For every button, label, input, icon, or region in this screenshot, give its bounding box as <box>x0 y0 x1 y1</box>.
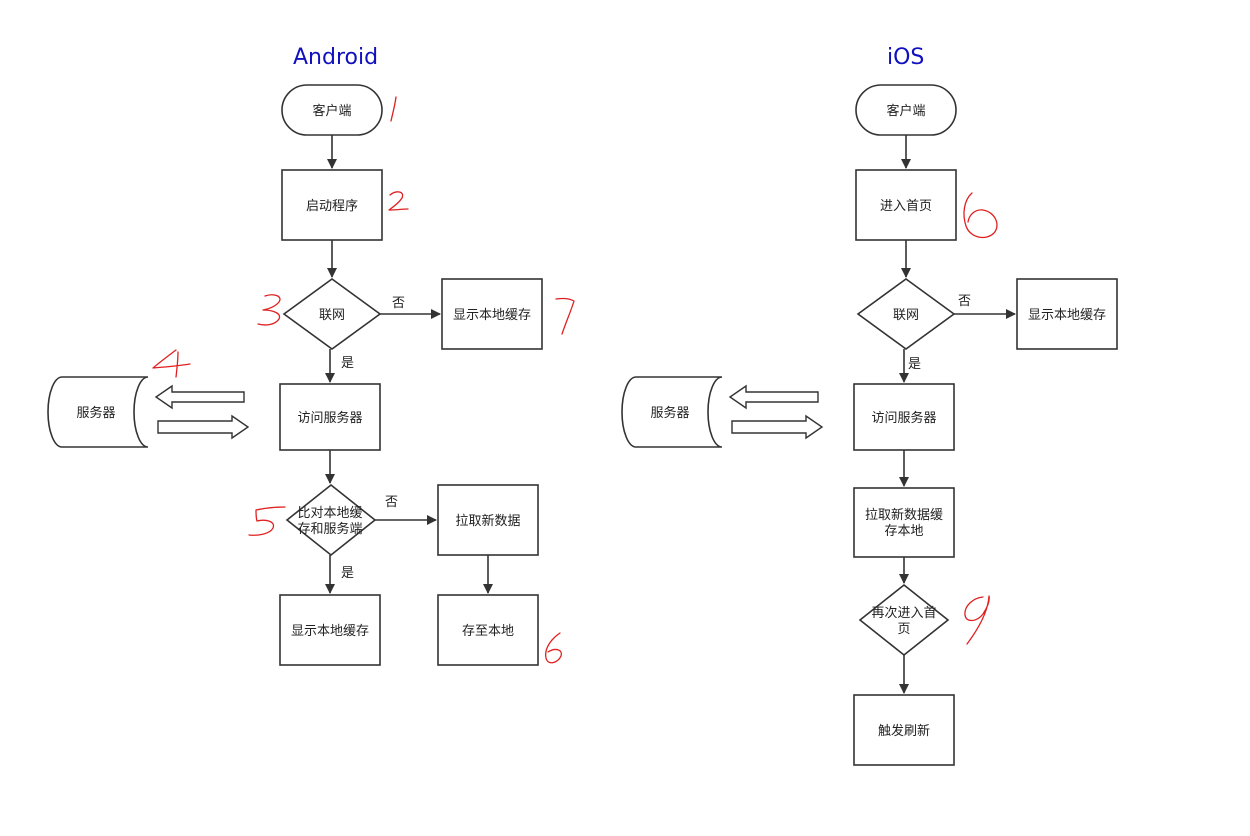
android-compare-yes-label: 是 <box>341 566 354 581</box>
android-visit-server-label: 访问服务器 <box>297 410 362 426</box>
android-compare-no-label: 否 <box>385 495 398 510</box>
android-show-cache-node <box>441 278 543 350</box>
android-show-cache-2-node <box>279 594 381 666</box>
ios-client-label: 客户端 <box>886 103 925 119</box>
hand-annotations <box>152 96 998 664</box>
android-pull-new-label: 拉取新数据 <box>455 513 520 529</box>
android-network-yes-label: 是 <box>341 356 354 371</box>
ios-visit-server-label: 访问服务器 <box>871 410 936 426</box>
ios-network-yes-label: 是 <box>908 357 921 372</box>
android-client-label: 客户端 <box>312 103 351 119</box>
ios-flow <box>621 84 1118 766</box>
android-edges <box>325 135 493 594</box>
android-pull-new-node <box>437 484 539 556</box>
android-save-local-node <box>437 594 539 666</box>
android-title: Android <box>293 45 379 70</box>
ios-network-decision <box>856 278 956 350</box>
android-compare-label-1: 比对本地缓 <box>297 506 362 521</box>
android-labels: 客户端 启动程序 联网 否 是 显示本地缓存 访问服务器 服务器 比对本地缓 存… <box>76 103 531 639</box>
ios-enter-home-node <box>855 169 957 241</box>
ios-enter-home-label: 进入首页 <box>880 199 932 214</box>
ios-pull-cache-label-2: 存本地 <box>884 524 923 539</box>
android-arrow-to-server <box>154 384 245 410</box>
ios-trigger-refresh-label: 触发刷新 <box>878 723 930 739</box>
ios-pull-cache-node <box>853 487 955 558</box>
ios-pull-cache-label-1: 拉取新数据缓 <box>865 507 943 523</box>
ios-server-node <box>621 376 723 448</box>
android-block-arrows <box>154 384 250 440</box>
android-server-label: 服务器 <box>76 405 115 421</box>
ios-arrow-from-server <box>731 414 824 440</box>
android-save-local-label: 存至本地 <box>462 624 514 639</box>
android-show-cache-2-label: 显示本地缓存 <box>291 624 369 639</box>
annotation-mark-6-android <box>545 632 562 664</box>
ios-trigger-refresh-node <box>853 694 955 766</box>
android-network-no-label: 否 <box>392 296 405 311</box>
android-flow <box>47 84 543 666</box>
ios-title: iOS <box>887 45 925 70</box>
android-server-node <box>47 376 149 448</box>
annotation-mark-2 <box>388 191 409 211</box>
annotation-mark-1 <box>390 96 397 122</box>
ios-reenter-label-2: 页 <box>897 622 910 637</box>
ios-edges <box>899 135 1016 694</box>
android-network-decision <box>282 278 382 350</box>
android-compare-decision <box>285 483 377 557</box>
annotation-mark-5 <box>248 506 286 536</box>
android-start-node <box>281 169 383 241</box>
ios-show-cache-node <box>1016 278 1118 350</box>
annotation-mark-9 <box>964 595 990 645</box>
ios-labels: 客户端 进入首页 联网 否 是 显示本地缓存 访问服务器 服务器 拉取新数据缓 … <box>650 103 1106 739</box>
ios-block-arrows <box>728 384 824 440</box>
ios-reenter-label-1: 再次进入首 <box>871 605 936 621</box>
annotation-mark-4 <box>152 349 191 378</box>
android-show-cache-label: 显示本地缓存 <box>453 308 531 323</box>
annotation-mark-6-ios <box>963 192 998 239</box>
android-start-label: 启动程序 <box>306 199 358 214</box>
ios-network-label: 联网 <box>893 308 919 323</box>
ios-arrow-to-server <box>728 384 819 410</box>
android-compare-label-2: 存和服务端 <box>297 521 362 537</box>
android-network-label: 联网 <box>319 308 345 323</box>
ios-server-label: 服务器 <box>650 405 689 421</box>
ios-network-no-label: 否 <box>958 294 971 309</box>
android-arrow-from-server <box>157 414 250 440</box>
annotation-mark-7 <box>555 297 575 335</box>
ios-visit-server-node <box>853 383 955 451</box>
annotation-mark-3 <box>257 294 281 326</box>
ios-show-cache-label: 显示本地缓存 <box>1028 308 1106 323</box>
